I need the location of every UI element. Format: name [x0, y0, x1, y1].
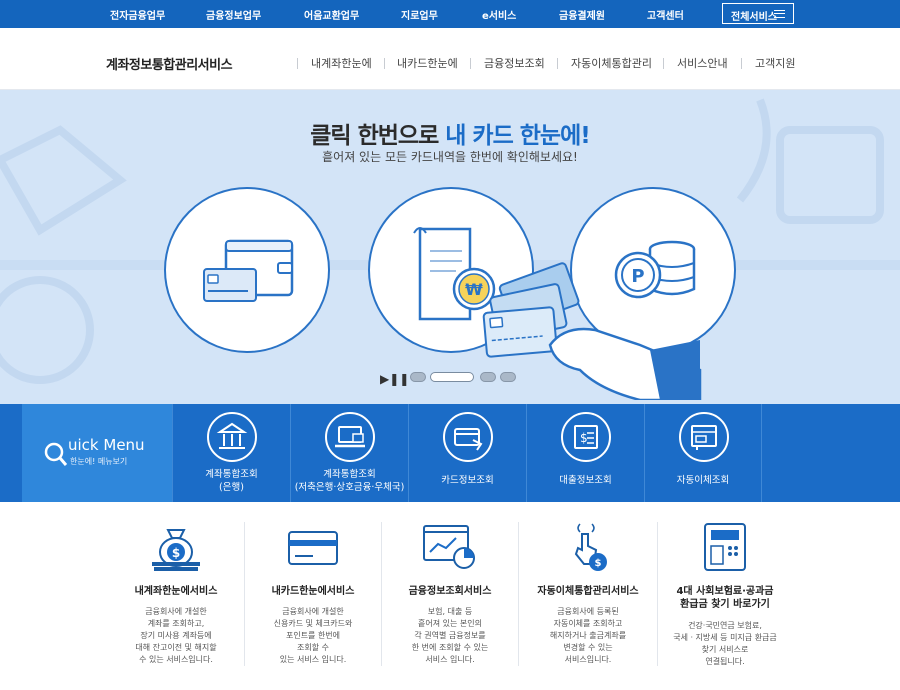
service-title: 금융정보조회서비스 — [408, 586, 492, 597]
service-description: 금융회사에 개설한 계좌를 조회하고, 장기 미사용 계좌등에 대해 잔고이전 … — [135, 607, 217, 664]
service-description: 건강·국민연금 보험료, 국세 · 지방세 등 미지급 환급금 찾기 서비스로 … — [673, 621, 777, 666]
wallet-illustration — [164, 187, 330, 353]
hero-subtitle: 흩어져 있는 모든 카드내역을 한번에 확인해보세요! — [322, 150, 578, 164]
quick-item-savings-account[interactable]: 계좌통합조회(저축은행·상호금융·우체국) — [290, 404, 408, 502]
topbar-link-eservice[interactable]: e서비스 — [482, 11, 517, 22]
point-symbol: P — [631, 266, 644, 287]
svg-text:$: $ — [580, 431, 588, 445]
quick-item-label: 대출정보조회 — [559, 475, 612, 486]
service-title: 자동이체통합관리서비스 — [537, 586, 639, 597]
hero-title: 클릭 한번으로 내 카드 한눈에! — [0, 116, 900, 150]
loan-document-icon: $ — [561, 412, 611, 462]
slide-play-pause-button[interactable]: ▶❚❚ — [380, 372, 410, 386]
service-financial-info[interactable]: 금융정보조회서비스 보험, 대출 등 흩어져 있는 본인의 각 권역별 금융정보… — [382, 520, 518, 670]
card-icon — [443, 412, 493, 462]
svg-text:$: $ — [172, 546, 180, 560]
slide-dot-2-active[interactable] — [430, 372, 474, 382]
nav-auto-transfer[interactable]: 자동이체통합관리 — [571, 57, 652, 70]
touch-payment-icon: $ — [574, 523, 607, 571]
service-auto-transfer[interactable]: $ 자동이체통합관리서비스 금융회사에 등록된 자동이체를 조회하고 해지하거나… — [519, 520, 657, 670]
main-header: 계좌정보통합관리서비스 내계좌한눈에 내카드한눈에 금융정보조회 자동이체통합관… — [0, 28, 900, 90]
topbar-link-kftc[interactable]: 금융결제원 — [559, 11, 605, 22]
hero-title-plain: 클릭 한번으로 — [310, 123, 446, 149]
quick-item-auto-transfer[interactable]: 자동이체조회 — [644, 404, 762, 502]
service-divider — [381, 522, 382, 666]
all-services-button[interactable]: 전체서비스 — [722, 3, 794, 24]
nav-divider — [557, 58, 558, 69]
service-refund-lookup[interactable]: 4대 사회보험료·공과금 환급금 찾기 바로가기 건강·국민연금 보험료, 국세… — [658, 520, 792, 670]
kiosk-icon — [704, 523, 746, 571]
search-icon — [44, 442, 68, 466]
nav-financial-info[interactable]: 금융정보조회 — [484, 57, 545, 70]
quick-item-label: 자동이체조회 — [676, 475, 730, 486]
all-services-label: 전체서비스 — [731, 12, 777, 23]
service-title: 내계좌한눈에서비스 — [134, 586, 218, 597]
laptop-icon — [325, 412, 375, 462]
topbar-link-financial-info[interactable]: 금융정보업무 — [206, 11, 262, 22]
site-logo[interactable]: 계좌정보통합관리서비스 — [106, 58, 233, 73]
nav-divider — [741, 58, 742, 69]
service-title: 내카드한눈에서비스 — [271, 586, 355, 597]
topbar-link-bill-clearing[interactable]: 어음교환업무 — [304, 11, 360, 22]
service-divider — [518, 522, 519, 666]
quick-item-loan-info[interactable]: $ 대출정보조회 — [526, 404, 644, 502]
service-description: 금융회사에 개설한 신용카드 및 체크카드와 포인트를 한번에 조회할 수 있는… — [273, 607, 353, 664]
wallet-icon — [203, 239, 294, 302]
slide-dot-4[interactable] — [500, 372, 516, 382]
topbar-link-giro[interactable]: 지로업무 — [401, 11, 438, 22]
quick-item-label: 계좌통합조회(은행) — [205, 469, 258, 493]
topbar-link-customer-center[interactable]: 고객센터 — [647, 11, 684, 22]
nav-customer-support[interactable]: 고객지원 — [755, 57, 796, 70]
quick-item-card-info[interactable]: 카드정보조회 — [408, 404, 526, 502]
atm-icon — [679, 412, 729, 462]
service-my-accounts[interactable]: $ 내계좌한눈에서비스 금융회사에 개설한 계좌를 조회하고, 장기 미사용 계… — [108, 520, 244, 670]
bank-icon — [207, 412, 257, 462]
analytics-chart-icon — [423, 525, 475, 569]
topbar-link-electronic-finance[interactable]: 전자금융업무 — [110, 11, 166, 22]
slide-dot-1[interactable] — [410, 372, 426, 382]
service-divider — [657, 522, 658, 666]
won-symbol: ₩ — [465, 280, 483, 299]
nav-my-cards[interactable]: 내카드한눈에 — [397, 57, 458, 70]
service-my-cards[interactable]: 내카드한눈에서비스 금융회사에 개설한 신용카드 및 체크카드와 포인트를 한번… — [245, 520, 381, 670]
service-divider — [244, 522, 245, 666]
svg-text:$: $ — [595, 558, 602, 569]
money-bag-icon: $ — [152, 529, 200, 571]
nav-my-accounts[interactable]: 내계좌한눈에 — [311, 57, 372, 70]
points-icon: P — [614, 240, 696, 299]
service-description: 금융회사에 등록된 자동이체를 조회하고 해지하거나 출금계좌를 변경할 수 있… — [549, 607, 627, 664]
menu-icon — [774, 10, 785, 18]
service-title: 4대 사회보험료·공과금 환급금 찾기 바로가기 — [676, 586, 774, 610]
slide-dot-3[interactable] — [480, 372, 496, 382]
nav-divider — [663, 58, 664, 69]
nav-divider — [470, 58, 471, 69]
hero-banner: 클릭 한번으로 내 카드 한눈에! 흩어져 있는 모든 카드내역을 한번에 확인… — [0, 90, 900, 404]
nav-divider — [384, 58, 385, 69]
quick-item-label: 카드정보조회 — [441, 475, 494, 486]
quick-menu-title: uick Menu — [68, 436, 145, 454]
top-utility-bar: 전자금융업무 금융정보업무 어음교환업무 지로업무 e서비스 금융결제원 고객센… — [0, 0, 900, 28]
quick-menu-subtitle: 한눈에! 메뉴보기 — [70, 457, 128, 466]
hero-title-accent: 내 카드 한눈에! — [445, 123, 590, 149]
nav-divider — [297, 58, 298, 69]
quick-item-bank-account[interactable]: 계좌통합조회(은행) — [172, 404, 290, 502]
nav-service-guide[interactable]: 서비스안내 — [677, 57, 728, 70]
receipt-icon: ₩ — [413, 227, 496, 321]
credit-card-icon — [288, 531, 338, 565]
service-description: 보험, 대출 등 흩어져 있는 본인의 각 권역별 금융정보를 한 번에 조회할… — [411, 607, 489, 664]
quick-item-label: 계좌통합조회(저축은행·상호금융·우체국) — [294, 469, 405, 493]
points-illustration: P — [570, 187, 736, 353]
quick-menu-toggle[interactable]: uick Menu 한눈에! 메뉴보기 — [22, 404, 172, 502]
hand-with-cards-illustration — [482, 262, 702, 400]
